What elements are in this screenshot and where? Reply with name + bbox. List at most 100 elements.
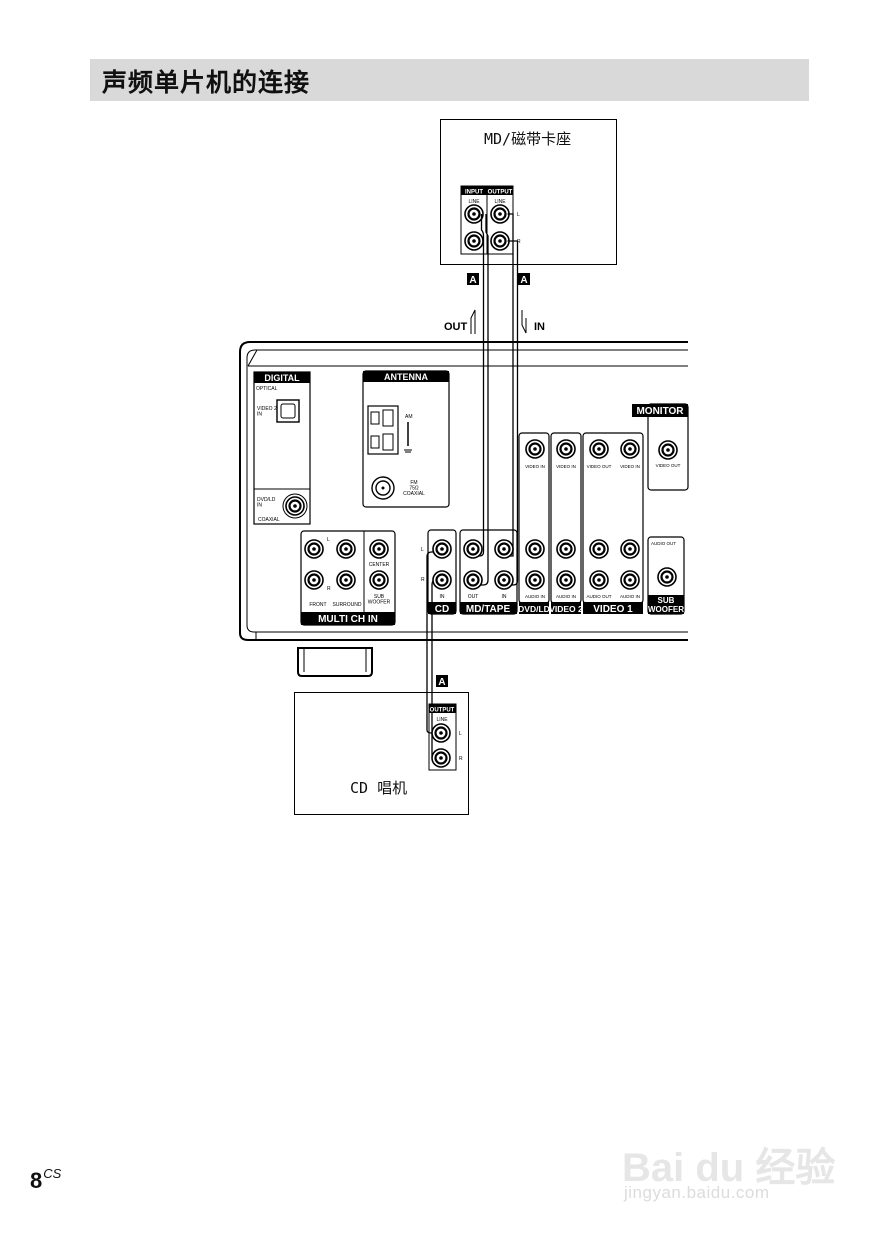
front-r-jack xyxy=(303,569,325,591)
dvd-ld-label: DVD/LD xyxy=(518,604,550,614)
cd-jack-panel: OUTPUT LINE L R xyxy=(428,703,463,771)
md-l-label: L xyxy=(517,212,520,218)
sub-woofer-in-jack xyxy=(368,569,390,591)
page-title: 声频单片机的连接 xyxy=(102,68,311,97)
video1-audio-in-r-jack xyxy=(619,569,641,591)
am-label: AM xyxy=(405,414,413,420)
monitor-video-out-jack xyxy=(657,439,679,461)
digital-label: DIGITAL xyxy=(264,373,300,383)
md-tape-deck-label: MD/磁带卡座 xyxy=(484,130,572,148)
monitor-panel: MONITOR VIDEO OUT xyxy=(632,403,689,491)
md-input-r-jack xyxy=(463,230,485,252)
multi-l-label: L xyxy=(327,537,330,543)
video2-audio-l-jack xyxy=(555,538,577,560)
cd-l-label: L xyxy=(421,547,424,553)
dvd-audio-r-jack xyxy=(524,569,546,591)
cd-line-label: LINE xyxy=(436,717,448,723)
cd-in-label: IN xyxy=(440,594,445,600)
dvd-video-in-jack xyxy=(524,438,546,460)
signal-arrows: OUT IN xyxy=(444,309,545,334)
coaxial-label: COAXIAL xyxy=(258,517,280,523)
receiver-rear-panel xyxy=(239,341,688,677)
md-jack-panel: INPUT OUTPUT LINE LINE L R xyxy=(460,185,521,255)
cd-out-l-label: L xyxy=(459,731,462,737)
surround-l-jack xyxy=(335,538,357,560)
multi-r-label: R xyxy=(327,586,331,592)
md-r-label: R xyxy=(517,239,521,245)
video1-video-out-jack xyxy=(588,438,610,460)
cable-tags: A A A xyxy=(436,273,530,688)
video1-audio-out-r-jack xyxy=(588,569,610,591)
md-tape-label: MD/TAPE xyxy=(466,604,511,615)
md-line-out-label: LINE xyxy=(494,199,506,205)
surround-label: SURROUND xyxy=(333,602,362,608)
cd-output-label: OUTPUT xyxy=(430,708,455,714)
dvd-video-in-label: VIDEO IN xyxy=(525,464,545,469)
md-input-label: INPUT xyxy=(465,190,483,196)
cd-output-l-jack xyxy=(430,722,452,744)
coaxial-digital-jack xyxy=(284,495,306,517)
watermark-url: jingyan.baidu.com xyxy=(624,1183,770,1202)
surround-r-jack xyxy=(335,569,357,591)
video2-audio-in-label: AUDIO IN xyxy=(556,594,576,599)
sub-woofer-out-jack xyxy=(656,566,678,588)
cd-player-label: CD 唱机 xyxy=(350,779,408,797)
md-tape-in-r-jack xyxy=(493,569,515,591)
md-tape-out-label: OUT xyxy=(468,594,479,600)
md-line-in-label: LINE xyxy=(468,199,480,205)
center-jack xyxy=(368,538,390,560)
video1-audio-in-label: AUDIO IN xyxy=(620,594,640,599)
video1-label: VIDEO 1 xyxy=(593,604,633,615)
cd-output-r-jack xyxy=(430,747,452,769)
dvd-audio-in-label: AUDIO IN xyxy=(525,594,545,599)
monitor-label: MONITOR xyxy=(636,406,684,417)
video1-video-in-jack xyxy=(619,438,641,460)
md-tape-out-r-jack xyxy=(462,569,484,591)
video2-video-in-jack xyxy=(555,438,577,460)
monitor-video-out-label: VIDEO OUT xyxy=(656,463,681,468)
video1-video-in-label: VIDEO IN xyxy=(620,464,640,469)
antenna-label: ANTENNA xyxy=(384,372,428,382)
sub-audio-out-label: AUDIO OUT xyxy=(651,541,676,546)
signal-in-label: IN xyxy=(534,321,545,333)
video1-audio-in-l-jack xyxy=(619,538,641,560)
page-number: 8CS xyxy=(30,1166,62,1193)
cable-tag-md-in: A xyxy=(469,275,476,286)
video2-audio-r-jack xyxy=(555,569,577,591)
optical-label: OPTICAL xyxy=(256,386,278,392)
front-label: FRONT xyxy=(309,602,326,608)
video2-label: VIDEO 2 xyxy=(549,604,583,614)
title-bar: 声频单片机的连接 xyxy=(90,59,809,101)
front-l-jack xyxy=(303,538,325,560)
dvd-audio-l-jack xyxy=(524,538,546,560)
cd-in-r-jack xyxy=(431,569,453,591)
center-label: CENTER xyxy=(369,562,390,568)
md-output-label: OUTPUT xyxy=(488,190,513,196)
video2-video-in-label: VIDEO IN xyxy=(556,464,576,469)
multi-ch-in-label: MULTI CH IN xyxy=(318,614,378,625)
md-tape-out-l-jack xyxy=(462,538,484,560)
md-tape-in-label: IN xyxy=(502,594,507,600)
audio-input-jacks: AUDIO IN AUDIO IN AUDIO OUT AUDIO IN DVD… xyxy=(518,538,643,615)
md-output-l-jack xyxy=(489,203,511,225)
cd-out-r-label: R xyxy=(459,756,463,762)
md-tape-panel: OUT IN MD/TAPE xyxy=(459,529,518,615)
cable-tag-cd: A xyxy=(438,677,445,688)
video1-audio-out-l-jack xyxy=(588,538,610,560)
page-suffix: CS xyxy=(43,1166,62,1181)
up-arrow-icon xyxy=(470,309,476,334)
cd-r-label: R xyxy=(421,577,425,583)
cable-tag-md-out: A xyxy=(520,275,527,286)
video1-audio-out-label: AUDIO OUT xyxy=(586,594,611,599)
cd-in-l-jack xyxy=(431,538,453,560)
cd-input-panel: L R IN CD xyxy=(421,529,457,615)
